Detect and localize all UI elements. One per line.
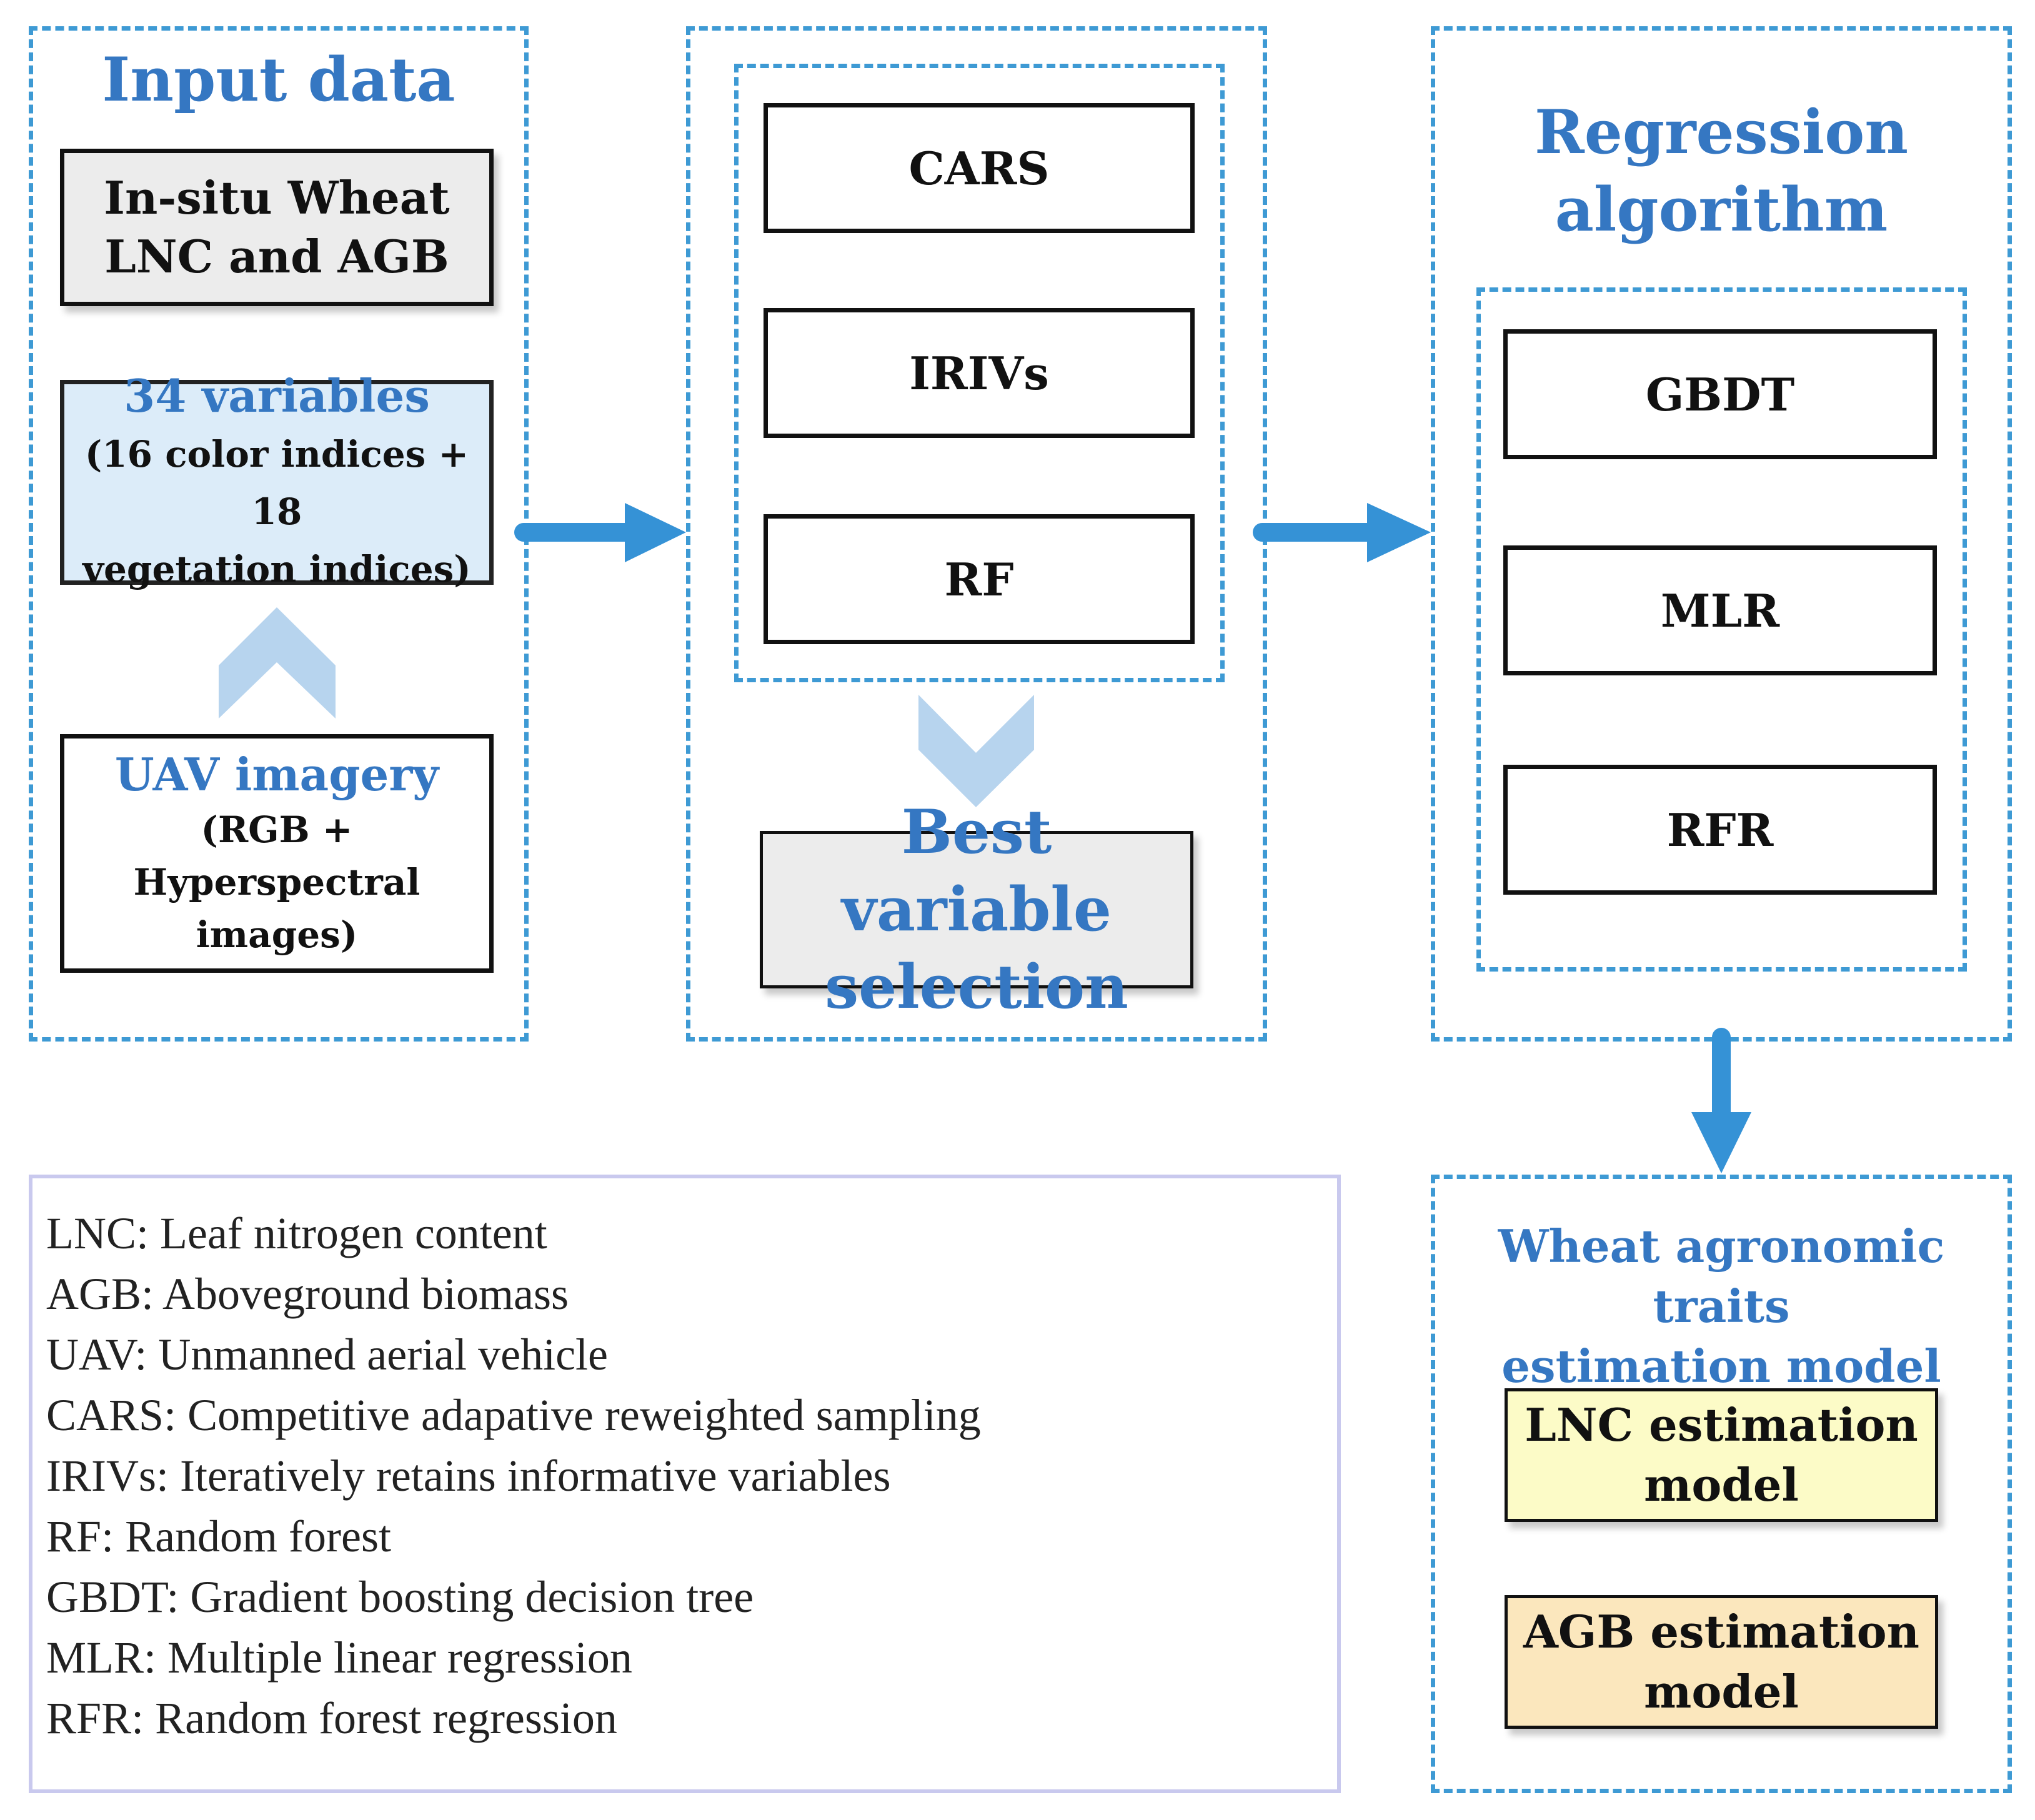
agb-estimation-model-box: AGB estimation model xyxy=(1505,1595,1938,1729)
regression-methods-group xyxy=(1476,287,1967,972)
legend-item-rf: RF: Random forest xyxy=(46,1511,391,1561)
lnc-model-line-1: LNC estimation xyxy=(1525,1398,1918,1451)
down-arrow-regression-to-estimation xyxy=(1691,1028,1751,1173)
uav-imagery-box: UAV imagery (RGB + Hyperspectral images) xyxy=(60,734,494,973)
uav-line-2: Hyperspectral xyxy=(133,861,420,903)
insitu-line-1: In-situ Wheat xyxy=(104,171,450,224)
best-variable-line-2: selection xyxy=(825,952,1128,1022)
mlr-label: MLR xyxy=(1660,584,1780,637)
legend-item-rfr: RFR: Random forest regression xyxy=(46,1693,617,1743)
agb-model-line-2: model xyxy=(1644,1665,1799,1718)
lnc-model-line-2: model xyxy=(1644,1458,1799,1511)
variables-title: 34 variables xyxy=(124,369,430,422)
rfr-box: RFR xyxy=(1503,765,1937,895)
cars-box: CARS xyxy=(764,103,1195,233)
cars-label: CARS xyxy=(908,141,1050,195)
uav-imagery-title: UAV imagery xyxy=(114,748,439,801)
down-chevron-arrow xyxy=(918,695,1034,807)
best-variable-line-1: Best variable xyxy=(842,797,1112,945)
estimation-title-line-2: estimation model xyxy=(1501,1340,1941,1393)
insitu-line-2: LNC and AGB xyxy=(104,230,449,283)
mlr-box: MLR xyxy=(1503,545,1937,675)
input-data-title: Input data xyxy=(102,44,455,115)
legend-item-mlr: MLR: Multiple linear regression xyxy=(46,1633,632,1683)
rf-label: RF xyxy=(944,552,1014,606)
legend-item-uav: UAV: Unmanned aerial vehicle xyxy=(46,1330,609,1380)
best-variable-selection-box: Best variable selection xyxy=(760,797,1193,1022)
estimation-panel xyxy=(1431,1175,2012,1793)
irivs-label: IRIVs xyxy=(909,346,1049,400)
agb-model-line-1: AGB estimation xyxy=(1523,1605,1920,1658)
regression-title: Regression algorithm xyxy=(1431,94,2012,249)
legend-item-irivs: IRIVs: Iteratively retains informative v… xyxy=(46,1451,891,1501)
up-chevron-arrow xyxy=(219,607,336,719)
variables-line-2: vegetation indices) xyxy=(82,548,471,590)
uav-line-3: images) xyxy=(196,913,358,956)
estimation-title-line-1: Wheat agronomic traits xyxy=(1498,1220,1945,1333)
right-arrow-input-to-selection xyxy=(514,503,686,562)
gbdt-label: GBDT xyxy=(1645,367,1795,421)
legend-item-agb: AGB: Aboveground biomass xyxy=(46,1269,569,1319)
irivs-box: IRIVs xyxy=(764,308,1195,438)
estimation-title: Wheat agronomic traits estimation model xyxy=(1431,1216,2012,1396)
lnc-estimation-model-box: LNC estimation model xyxy=(1505,1388,1938,1522)
variables-box: 34 variables (16 color indices + 18 vege… xyxy=(60,369,494,590)
insitu-data-box: In-situ Wheat LNC and AGB xyxy=(60,149,494,306)
rfr-label: RFR xyxy=(1666,803,1774,857)
legend-item-lnc: LNC: Leaf nitrogen content xyxy=(46,1208,547,1258)
variables-line-1: (16 color indices + 18 xyxy=(84,433,469,533)
legend-item-gbdt: GBDT: Gradient boosting decision tree xyxy=(46,1572,754,1622)
gbdt-box: GBDT xyxy=(1503,329,1937,459)
regression-title-line-1: Regression xyxy=(1534,97,1909,167)
selection-methods-group xyxy=(734,64,1225,682)
abbreviation-legend: LNC: Leaf nitrogen content AGB: Abovegro… xyxy=(29,1175,1341,1793)
rf-box: RF xyxy=(764,514,1195,644)
regression-title-line-2: algorithm xyxy=(1555,174,1888,245)
uav-line-1: (RGB + xyxy=(201,808,353,851)
legend-item-cars: CARS: Competitive adapative reweighted s… xyxy=(46,1390,981,1440)
right-arrow-selection-to-regression xyxy=(1253,503,1431,562)
